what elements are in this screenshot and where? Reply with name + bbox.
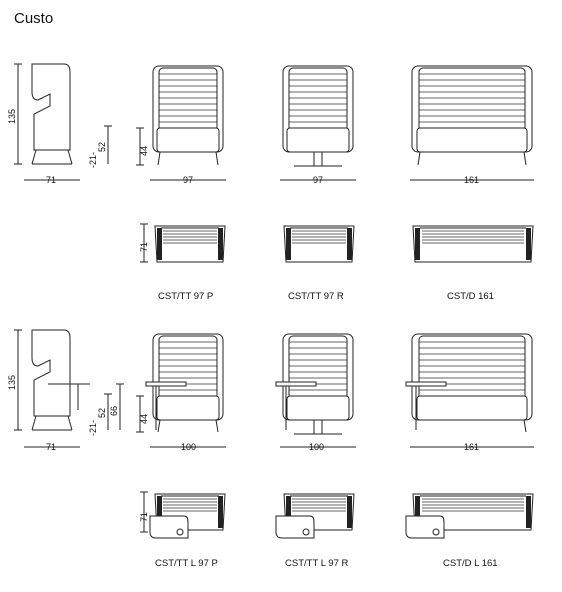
caption-dl161: CST/D L 161	[443, 558, 498, 569]
dim-width-100-r: 100	[309, 442, 324, 452]
dim-width-161-dl: 161	[464, 442, 479, 452]
dim-height-135: 135	[7, 109, 17, 124]
front-view-tt97lr: 100	[275, 333, 356, 452]
front-view-tt97p: 44 97	[136, 65, 226, 185]
dim-width-71-b: 71	[46, 442, 56, 452]
top-view-tt97r: CST/TT 97 R	[283, 225, 355, 302]
side-view-chair-with-table: 135 66 52 -21- 71	[7, 329, 124, 452]
side-view-chair: 135 52 -21- 71	[7, 63, 112, 185]
dim-seat-height-44-b: 44	[139, 414, 149, 424]
dim-depth-71-b: 71	[139, 512, 149, 522]
front-view-dl161: 161	[405, 333, 534, 452]
caption-tt97lr: CST/TT L 97 R	[285, 558, 348, 569]
dim-height-135-b: 135	[7, 375, 17, 390]
caption-tt97lp: CST/TT L 97 P	[155, 558, 218, 569]
front-view-tt97r: 97	[280, 65, 356, 185]
dim-height-52-b: 52	[97, 408, 107, 418]
caption-tt97p: CST/TT 97 P	[158, 291, 213, 302]
top-view-dl161: CST/D L 161	[405, 493, 534, 569]
dim-height-66: 66	[109, 406, 119, 416]
dim-width-161-d: 161	[464, 175, 479, 185]
dim-width-97-r: 97	[313, 175, 323, 185]
front-view-tt97lp: 44 100	[136, 333, 226, 452]
caption-d161: CST/D 161	[447, 291, 494, 302]
top-view-tt97lp: 71 CST/TT L 97 P	[139, 491, 226, 569]
dim-height-52: 52	[97, 142, 107, 152]
dim-depth-71-a: 71	[139, 242, 149, 252]
dim-width-97-p: 97	[183, 175, 193, 185]
dim-width-100-p: 100	[181, 442, 196, 452]
page-title: Custo	[14, 10, 54, 27]
dim-height-21-b: -21-	[88, 420, 98, 436]
top-view-tt97lr: CST/TT L 97 R	[275, 493, 355, 569]
caption-tt97r: CST/TT 97 R	[288, 291, 344, 302]
dim-height-21: -21-	[88, 152, 98, 168]
top-view-d161: CST/D 161	[412, 225, 534, 302]
dim-seat-height-44: 44	[139, 146, 149, 156]
top-view-tt97p: 71 CST/TT 97 P	[139, 223, 226, 302]
dim-width-71: 71	[46, 175, 56, 185]
front-view-d161: 161	[410, 65, 534, 185]
